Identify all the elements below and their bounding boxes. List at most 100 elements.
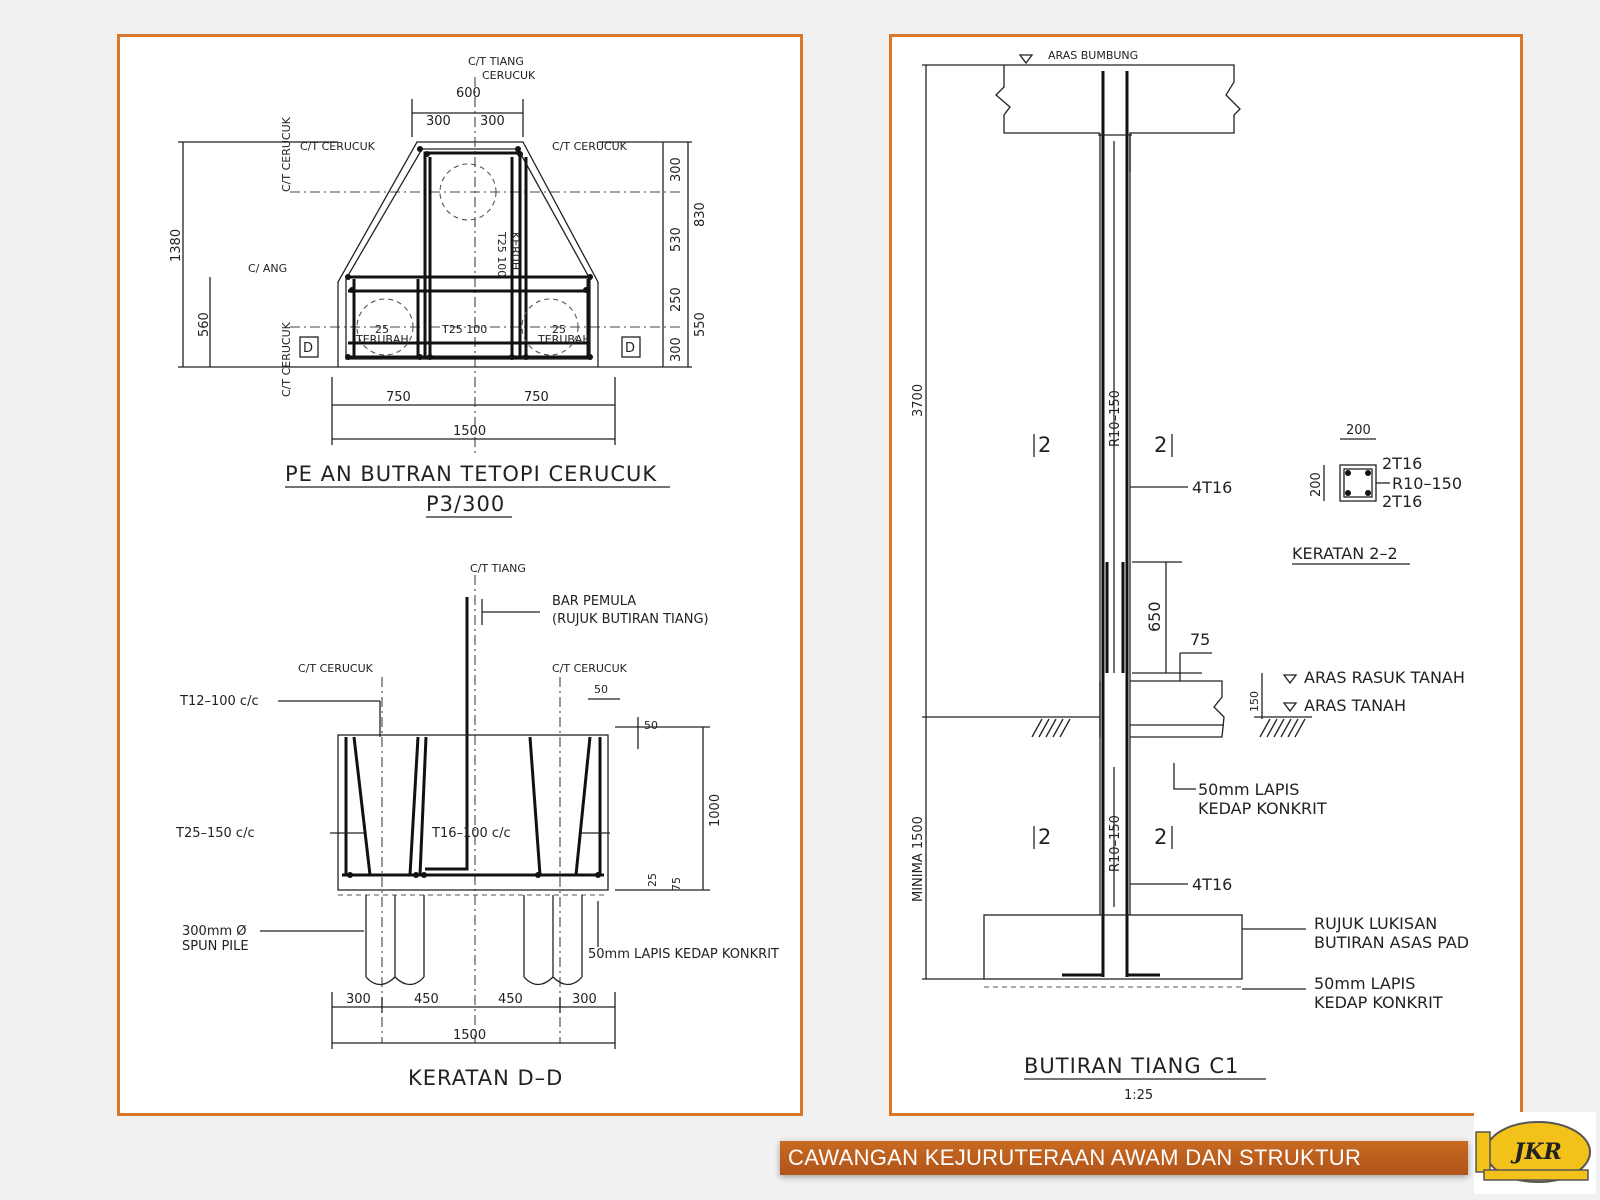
label-t12: T12–100 c/c (179, 694, 259, 709)
base-lapis-1: 50mm LAPIS (1314, 974, 1415, 993)
u-bar-4 (418, 736, 428, 876)
column-detail-panel: ARAS BUMBUNG (889, 34, 1523, 1116)
section-ct-cerucuk-right: C/T CERUCUK (552, 662, 628, 675)
dim-75: 75 (670, 877, 683, 891)
bar-pemula-ref: (RUJUK BUTIRAN TIANG) (552, 612, 709, 627)
ground-hatch-left (1031, 718, 1071, 738)
keratan-dim-200-top: 200 (1346, 423, 1371, 438)
logo-pillar (1475, 1131, 1491, 1173)
dim-830: 830 (693, 202, 708, 227)
ground-hatch-right (1259, 718, 1306, 738)
plan-ct-tiang: C/T TIANG (468, 55, 524, 68)
logo-text: JKR (1510, 1139, 1562, 1165)
dim-1500-plan: 1500 (453, 424, 486, 439)
bar-left-sub: TERUBAH (355, 333, 409, 346)
dim-1000: 1000 (708, 794, 723, 827)
section-dim-1500: 1500 (453, 1028, 486, 1043)
rujuk-2: BUTIRAN ASAS PAD (1314, 933, 1469, 952)
aras-tanah: ARAS TANAH (1304, 696, 1406, 715)
rebar-dots (345, 146, 593, 360)
aras-rasuk-marker (1282, 674, 1298, 685)
section-marker-d-left (299, 336, 319, 358)
pile-circle-left (356, 298, 414, 356)
dim-50-top: 50 (594, 683, 608, 696)
dim-1380: 1380 (169, 229, 184, 262)
pile-label-1: 300mm Ø (182, 924, 247, 939)
column-detail-drawing: ARAS BUMBUNG (911, 49, 1469, 1103)
pile-label-2: SPUN PILE (182, 939, 249, 954)
dim-750-b: 750 (524, 390, 549, 405)
u-bar-5 (528, 736, 542, 876)
lapis-label: 50mm LAPIS KEDAP KONKRIT (588, 947, 779, 962)
section-ct-cerucuk-left: C/T CERUCUK (298, 662, 374, 675)
keratan-link: R10–150 (1392, 474, 1462, 493)
section-mark-2-left-bot: 2 (1038, 825, 1052, 849)
plan-ct-cerucuk-top: CERUCUK (482, 69, 536, 82)
section-title: KERATAN D–D (408, 1066, 563, 1090)
aras-rasuk-tanah: ARAS RASUK TANAH (1304, 668, 1465, 687)
pile-left (365, 895, 425, 986)
dim-300-right: 300 (669, 157, 684, 182)
plan-ct-cerucuk-vertical: C/T CERUCUK (280, 116, 293, 192)
plan-ct-cerucuk-right: C/T CERUCUK (552, 140, 628, 153)
keratan-top-bars: 2T16 (1382, 454, 1422, 473)
base-pad (983, 914, 1243, 980)
bar-t25-keruh: T25 100 (495, 231, 508, 277)
section-d-left: D (303, 341, 313, 356)
r10-150-bot: R10–150 (1108, 815, 1123, 872)
plan-title: PE AN BUTRAN TETOPI CERUCUK (285, 462, 657, 486)
dim-150: 150 (1248, 691, 1261, 712)
pile-circle-top (439, 163, 497, 221)
lapis-leader (1173, 763, 1196, 790)
bar-25-right: 25 (552, 323, 566, 336)
roof-level-marker (1018, 54, 1034, 65)
roof-beam (995, 64, 1241, 172)
rujuk-1: RUJUK LUKISAN (1314, 914, 1437, 933)
keratan-22-outline (1339, 464, 1377, 502)
plan-subtitle: P3/300 (426, 492, 505, 516)
plan-ct-ang: C/ ANG (248, 262, 287, 275)
pile-cap-drawing: D D C/T TIANG CERUCUK C/T CERUCUK C/T CE… (169, 55, 779, 1090)
footer-banner: CAWANGAN KEJURUTERAAN AWAM DAN STRUKTUR (780, 1141, 1468, 1175)
jkr-logo: JKR (1474, 1112, 1596, 1194)
section-ct-tiang: C/T TIANG (470, 562, 526, 575)
ground-beam (1099, 680, 1225, 738)
bar-right-sub: TERUBAH (537, 333, 591, 346)
dim-600: 600 (456, 86, 481, 101)
t4t16-top: 4T16 (1192, 478, 1232, 497)
dim-3700: 3700 (911, 384, 926, 417)
dim-550: 550 (693, 312, 708, 337)
section-mark-2-right-bot: 2 (1154, 825, 1168, 849)
section-mark-2-left-top: 2 (1038, 433, 1052, 457)
dim-530: 530 (669, 227, 684, 252)
label-t16: T16–100 c/c (431, 826, 511, 841)
dim-300-a: 300 (426, 114, 451, 129)
keratan-22-bars (1345, 470, 1371, 496)
section-mark-2-right-top: 2 (1154, 433, 1168, 457)
label-t25: T25–150 c/c (175, 826, 255, 841)
bar-t25-100: T25 100 (441, 323, 487, 336)
section-dim-300-b: 300 (572, 992, 597, 1007)
pile-right (523, 895, 583, 986)
u-bar-3 (408, 736, 420, 876)
dim-300-right-2: 300 (669, 337, 684, 362)
dim-25: 25 (646, 873, 659, 887)
dim-50-side: 50 (644, 719, 658, 732)
logo-base (1483, 1169, 1589, 1181)
lapis-2: KEDAP KONKRIT (1198, 799, 1327, 818)
section-dim-300-a: 300 (346, 992, 371, 1007)
keratan-22-link (1343, 468, 1373, 498)
base-lapis-2: KEDAP KONKRIT (1314, 993, 1443, 1012)
u-bar-6 (574, 736, 592, 876)
column-scale: 1:25 (1124, 1088, 1153, 1103)
bar-pemula: BAR PEMULA (552, 594, 636, 609)
dim-300-b: 300 (480, 114, 505, 129)
section-marker-d-right (621, 336, 641, 358)
dim-75: 75 (1190, 630, 1210, 649)
aras-tanah-marker (1282, 702, 1298, 713)
section-d-right: D (625, 341, 635, 356)
dim-560: 560 (197, 312, 212, 337)
aras-bumbung: ARAS BUMBUNG (1048, 49, 1138, 62)
dim-250: 250 (669, 287, 684, 312)
